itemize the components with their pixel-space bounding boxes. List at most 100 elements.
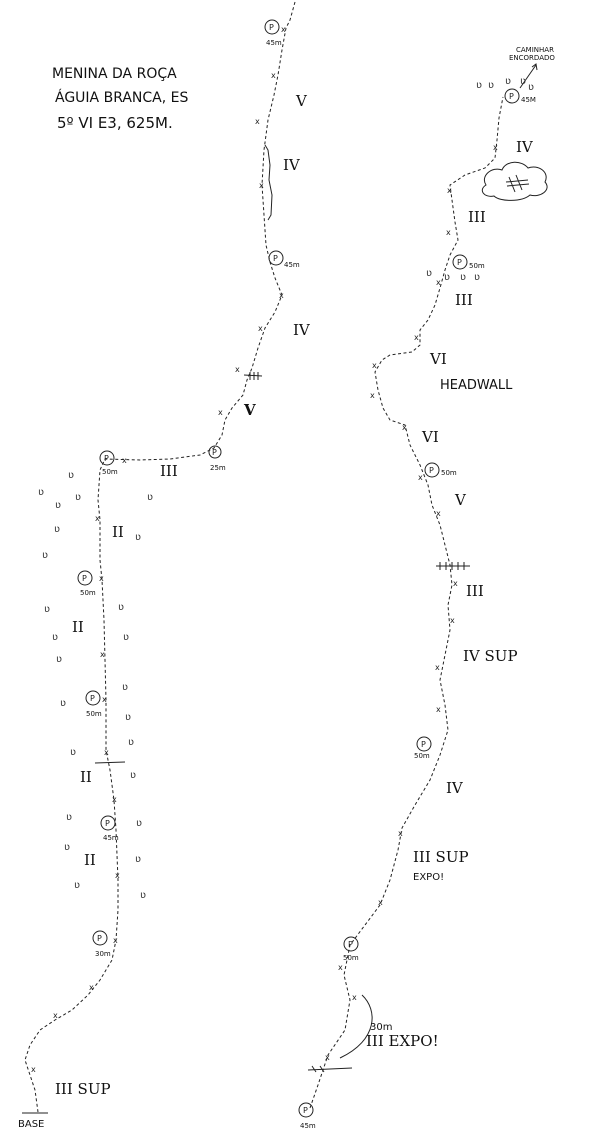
left-grade-v-top: V bbox=[295, 92, 308, 110]
cloud-terrace-icon bbox=[481, 161, 548, 201]
svg-text:ʋ: ʋ bbox=[520, 76, 526, 87]
svg-text:x: x bbox=[89, 983, 94, 992]
right-30m-bracket bbox=[339, 994, 373, 1059]
right-30m-label: 30m bbox=[370, 1022, 392, 1033]
svg-text:25m: 25m bbox=[210, 464, 226, 472]
left-mid-ledge bbox=[94, 761, 126, 764]
right-belay-45m-bottom: P 45m bbox=[298, 1102, 316, 1130]
svg-text:45m: 45m bbox=[266, 39, 282, 47]
left-grade-iv-a: IV bbox=[283, 156, 301, 174]
left-grade-iv-b: IV bbox=[293, 321, 311, 339]
svg-text:ʋ: ʋ bbox=[128, 737, 134, 748]
svg-text:ʋ: ʋ bbox=[444, 272, 450, 283]
svg-text:ʋ: ʋ bbox=[42, 550, 48, 561]
right-grade-iii-b: III bbox=[455, 291, 473, 309]
svg-text:ʋ: ʋ bbox=[123, 632, 129, 643]
svg-text:P: P bbox=[269, 23, 274, 32]
svg-text:x: x bbox=[378, 898, 383, 907]
svg-text:45m: 45m bbox=[300, 1122, 316, 1130]
walk-label-1: CAMINHAR bbox=[516, 46, 554, 54]
svg-text:x: x bbox=[418, 473, 423, 482]
svg-text:x: x bbox=[104, 748, 109, 757]
svg-text:ʋ: ʋ bbox=[528, 82, 534, 93]
left-route-line bbox=[24, 1, 296, 1113]
right-grade-iii-expo: III EXPO! bbox=[366, 1032, 439, 1050]
svg-text:x: x bbox=[338, 963, 343, 972]
left-belay-45m-top: P 45m bbox=[264, 19, 282, 47]
svg-text:P: P bbox=[104, 454, 109, 463]
left-belay-50m-a: P 50m bbox=[99, 450, 118, 476]
right-route-line bbox=[309, 96, 504, 1109]
svg-text:x: x bbox=[414, 333, 419, 342]
title-route-name: MENINA DA ROÇA bbox=[52, 66, 177, 82]
left-crack-section bbox=[264, 144, 273, 221]
svg-text:x: x bbox=[258, 324, 263, 333]
svg-text:x: x bbox=[218, 408, 223, 417]
svg-text:50m: 50m bbox=[80, 589, 96, 597]
svg-text:x: x bbox=[259, 181, 264, 190]
svg-text:P: P bbox=[212, 448, 217, 457]
svg-text:50m: 50m bbox=[441, 469, 457, 477]
right-belay-50m-c: P 50m bbox=[414, 736, 432, 760]
svg-text:ʋ: ʋ bbox=[122, 682, 128, 693]
svg-text:x: x bbox=[446, 228, 451, 237]
ledge-hatches bbox=[249, 372, 465, 1073]
svg-text:x: x bbox=[95, 514, 100, 523]
svg-text:x: x bbox=[99, 574, 104, 583]
svg-text:ʋ: ʋ bbox=[70, 747, 76, 758]
svg-text:ʋ: ʋ bbox=[130, 770, 136, 781]
svg-text:45M: 45M bbox=[521, 96, 536, 104]
svg-text:ʋ: ʋ bbox=[476, 80, 482, 91]
svg-text:ʋ: ʋ bbox=[488, 80, 494, 91]
left-grade-ii-c: II bbox=[80, 768, 92, 786]
svg-text:x: x bbox=[352, 993, 357, 1002]
svg-text:x: x bbox=[493, 143, 498, 152]
svg-text:50m: 50m bbox=[469, 262, 485, 270]
svg-text:ʋ: ʋ bbox=[56, 654, 62, 665]
svg-text:ʋ: ʋ bbox=[135, 854, 141, 865]
svg-text:ʋ: ʋ bbox=[147, 492, 153, 503]
svg-text:50m: 50m bbox=[86, 710, 102, 718]
svg-text:P: P bbox=[97, 934, 102, 943]
svg-text:x: x bbox=[436, 509, 441, 518]
right-grade-iii-a: III bbox=[468, 208, 486, 226]
svg-text:P: P bbox=[105, 819, 110, 828]
right-grade-iv-top: IV bbox=[516, 138, 534, 156]
svg-text:x: x bbox=[436, 278, 441, 287]
svg-text:x: x bbox=[100, 650, 105, 659]
svg-text:x: x bbox=[402, 423, 407, 432]
svg-text:x: x bbox=[271, 71, 276, 80]
svg-text:ʋ: ʋ bbox=[118, 602, 124, 613]
left-belay-25m: P 25m bbox=[208, 445, 226, 472]
right-grade-iv-b: IV bbox=[446, 779, 464, 797]
svg-text:P: P bbox=[273, 254, 278, 263]
svg-text:x: x bbox=[436, 705, 441, 714]
left-grade-ii-a: II bbox=[112, 523, 124, 541]
right-protection-marks: xxx xxx xxx xxx xxx xxx x bbox=[325, 143, 498, 1062]
svg-text:ʋ: ʋ bbox=[474, 272, 480, 283]
svg-text:P: P bbox=[82, 574, 87, 583]
svg-text:x: x bbox=[235, 365, 240, 374]
svg-text:ʋ: ʋ bbox=[60, 698, 66, 709]
svg-text:ʋ: ʋ bbox=[505, 76, 511, 87]
svg-text:x: x bbox=[370, 391, 375, 400]
svg-text:ʋ: ʋ bbox=[140, 890, 146, 901]
svg-text:x: x bbox=[53, 1011, 58, 1020]
title-location: ÁGUIA BRANCA, ES bbox=[55, 89, 188, 106]
right-grade-iii-c: III bbox=[466, 582, 484, 600]
right-grade-vi-b: VI bbox=[421, 428, 439, 446]
svg-text:x: x bbox=[115, 871, 120, 880]
svg-text:50m: 50m bbox=[343, 954, 359, 962]
svg-text:P: P bbox=[303, 1106, 308, 1115]
svg-text:x: x bbox=[372, 361, 377, 370]
svg-text:P: P bbox=[429, 466, 434, 475]
walk-arrow bbox=[519, 63, 538, 89]
svg-text:ʋ: ʋ bbox=[74, 880, 80, 891]
right-belay-50m-a: P 50m bbox=[452, 254, 485, 270]
left-belay-50m-b: P 50m bbox=[77, 570, 96, 597]
svg-text:x: x bbox=[435, 663, 440, 672]
right-expo-note: EXPO! bbox=[413, 872, 444, 883]
svg-text:ʋ: ʋ bbox=[38, 487, 44, 498]
